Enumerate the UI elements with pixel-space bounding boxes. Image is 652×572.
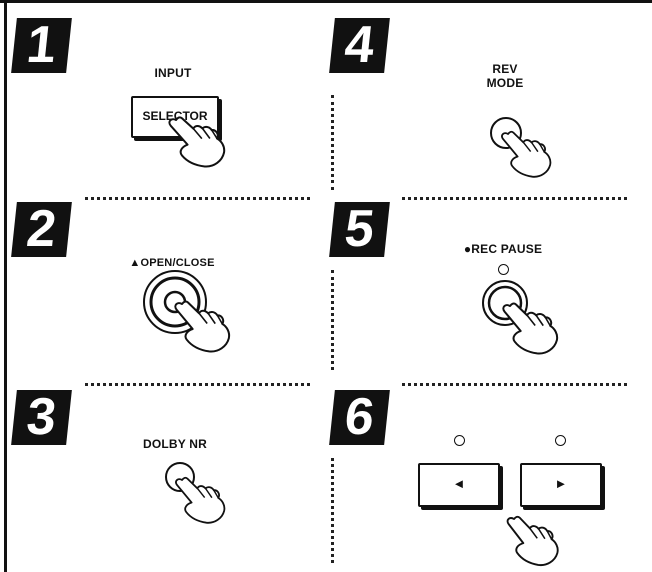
step-4-hand-icon	[502, 128, 552, 180]
step-5-hand-icon	[503, 299, 559, 357]
step-6-hand-icon	[507, 514, 558, 567]
step-1-hand-icon	[169, 112, 226, 171]
step-3-hand-icon	[176, 474, 226, 526]
